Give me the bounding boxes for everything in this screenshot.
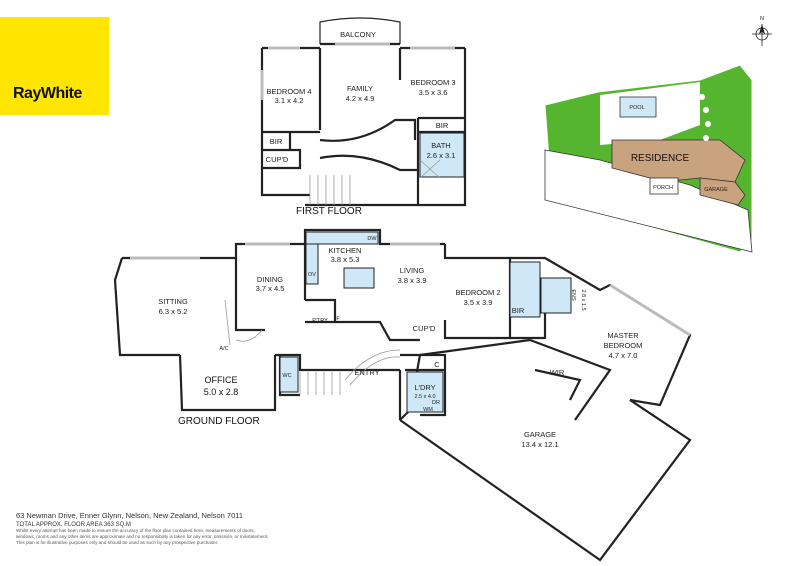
garage-label: GARAGE (524, 430, 556, 439)
disclaimer-line: This plan is for illustrative purposes o… (16, 540, 219, 545)
closet-label: C (434, 360, 440, 369)
bedroom4-dim: 3.1 x 4.2 (275, 96, 304, 105)
bedroom3-label: BEDROOM 3 (410, 78, 455, 87)
living-dim: 3.8 x 3.9 (398, 276, 427, 285)
bir-bedroom3-label: BIR (436, 121, 449, 130)
office-dim: 5.0 x 2.8 (204, 387, 239, 397)
bir-label: BIR (270, 137, 283, 146)
site-residence-label: RESIDENCE (631, 153, 690, 164)
ensuite-label: ENS (570, 289, 576, 301)
total-floor-area: TOTAL APPROX. FLOOR AREA 363 SQ.M (16, 522, 131, 528)
oven-label: OV (308, 272, 316, 278)
bedroom2-label: BEDROOM 2 (455, 288, 500, 297)
disclaimer-line: windows, rooms and any other items are a… (16, 534, 269, 539)
ensuite-dim: 2.8 x 1.5 (580, 289, 586, 310)
dining-label: DINING (257, 275, 283, 284)
property-address: 63 Newman Drive, Enner Glynn, Nelson, Ne… (16, 511, 244, 520)
master-label-2: BEDROOM (604, 341, 643, 350)
disclaimer-line: Whilst every attempt has been made to en… (16, 528, 256, 533)
master-label-1: MASTER (607, 331, 639, 340)
garage-dim: 13.4 x 12.1 (521, 440, 558, 449)
office-label: OFFICE (205, 375, 238, 385)
kitchen-dim: 3.8 x 5.3 (331, 255, 360, 264)
wc-label: WC (282, 373, 291, 379)
first-floor-label: FIRST FLOOR (296, 206, 362, 217)
dishwasher-label: DW (367, 236, 377, 242)
washer-label: WM (423, 407, 433, 413)
sitting-label: SITTING (158, 297, 188, 306)
bir2-label: BIR (512, 306, 525, 315)
laundry-dim: 2.5 x 4.0 (414, 394, 435, 400)
bedroom3-dim: 3.5 x 3.6 (419, 88, 448, 97)
sitting-dim: 6.3 x 5.2 (159, 307, 188, 316)
wir-label: WIR (550, 368, 565, 377)
kitchen-label: KITCHEN (329, 246, 362, 255)
master-dim: 4.7 x 7.0 (609, 351, 638, 360)
site-garage-label: GARAGE (704, 187, 728, 193)
family-dim: 4.2 x 4.9 (346, 94, 375, 103)
site-porch-label: PORCH (653, 185, 673, 191)
aircon-label: A/C (219, 346, 228, 352)
footer: 63 Newman Drive, Enner Glynn, Nelson, Ne… (16, 511, 436, 546)
bath-label: BATH (431, 141, 450, 150)
balcony-label: BALCONY (340, 30, 376, 39)
living-label: LIVING (400, 266, 425, 275)
fridge-label: F (336, 316, 340, 322)
cupd2-label: CUP'D (413, 324, 436, 333)
laundry-label: L'DRY (414, 383, 435, 392)
bath-dim: 2.6 x 3.1 (427, 151, 456, 160)
dryer-label: DR (432, 400, 440, 406)
family-label: FAMILY (347, 84, 373, 93)
dining-dim: 3.7 x 4.5 (256, 284, 285, 293)
ground-floor-label: GROUND FLOOR (178, 416, 260, 427)
cupd-label: CUP'D (266, 155, 289, 164)
bedroom2-dim: 3.5 x 3.9 (464, 298, 493, 307)
brand-logo (0, 17, 109, 115)
bedroom4-label: BEDROOM 4 (266, 87, 311, 96)
site-pool-label: POOL (629, 105, 644, 111)
brand-logo-text: RayWhite (13, 85, 82, 102)
pantry-label: P'TRY (312, 318, 328, 324)
entry-label: ENTRY (354, 368, 379, 377)
north-label: N (760, 16, 764, 22)
